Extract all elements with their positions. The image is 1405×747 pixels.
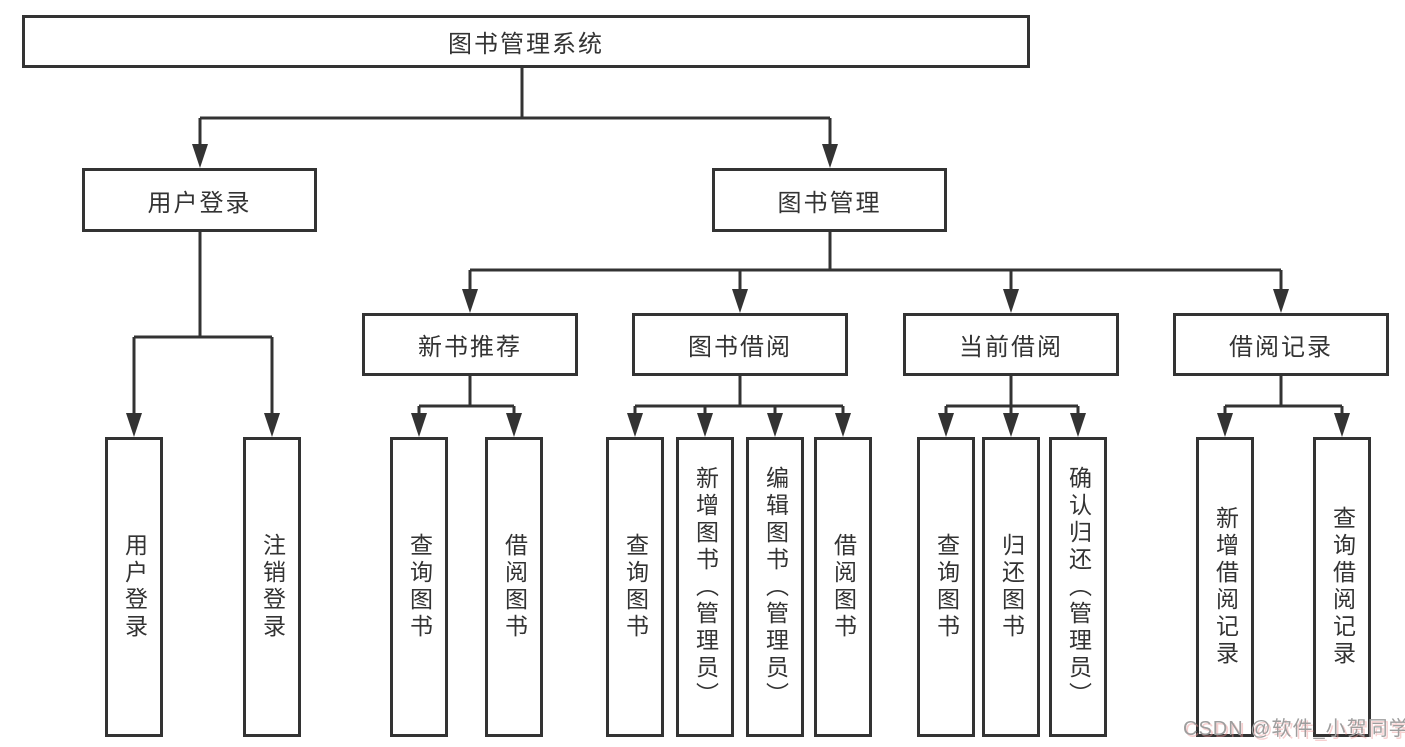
connector-book-borrowing — [633, 376, 845, 430]
node-borrowing-records: 借阅记录 — [1173, 313, 1389, 376]
connector-book-management — [468, 232, 1283, 306]
node-book-borrowing: 图书借阅 — [632, 313, 848, 376]
node-current-borrowing: 当前借阅 — [903, 313, 1119, 376]
node-book-management: 图书管理 — [712, 168, 947, 232]
leaf-user-login: 用户登录 — [105, 437, 163, 737]
leaf-logout: 注销登录 — [243, 437, 301, 737]
connector-user-login — [132, 232, 274, 430]
leaf-query-books-3: 查询图书 — [917, 437, 975, 737]
connector-borrowing-records — [1223, 376, 1344, 430]
leaf-borrow-books-1: 借阅图书 — [485, 437, 543, 737]
node-new-book-recommend: 新书推荐 — [362, 313, 578, 376]
leaf-confirm-return-admin: 确认归还（管理员） — [1049, 437, 1107, 737]
leaf-query-borrow-record: 查询借阅记录 — [1313, 437, 1371, 737]
leaf-query-books-2: 查询图书 — [606, 437, 664, 737]
leaf-query-books-1: 查询图书 — [390, 437, 448, 737]
node-root-library-system: 图书管理系统 — [22, 15, 1030, 68]
watermark: CSDN @软件_小贺同学 — [1183, 718, 1405, 740]
connector-root — [198, 68, 832, 162]
arrowheads — [126, 144, 1350, 437]
leaf-edit-books-admin: 编辑图书（管理员） — [746, 437, 804, 737]
node-user-login: 用户登录 — [82, 168, 317, 232]
leaf-borrow-books-2: 借阅图书 — [814, 437, 872, 737]
connector-new-books — [417, 376, 516, 430]
leaf-return-books: 归还图书 — [982, 437, 1040, 737]
leaf-add-borrow-record: 新增借阅记录 — [1196, 437, 1254, 737]
leaf-add-books-admin: 新增图书（管理员） — [676, 437, 734, 737]
